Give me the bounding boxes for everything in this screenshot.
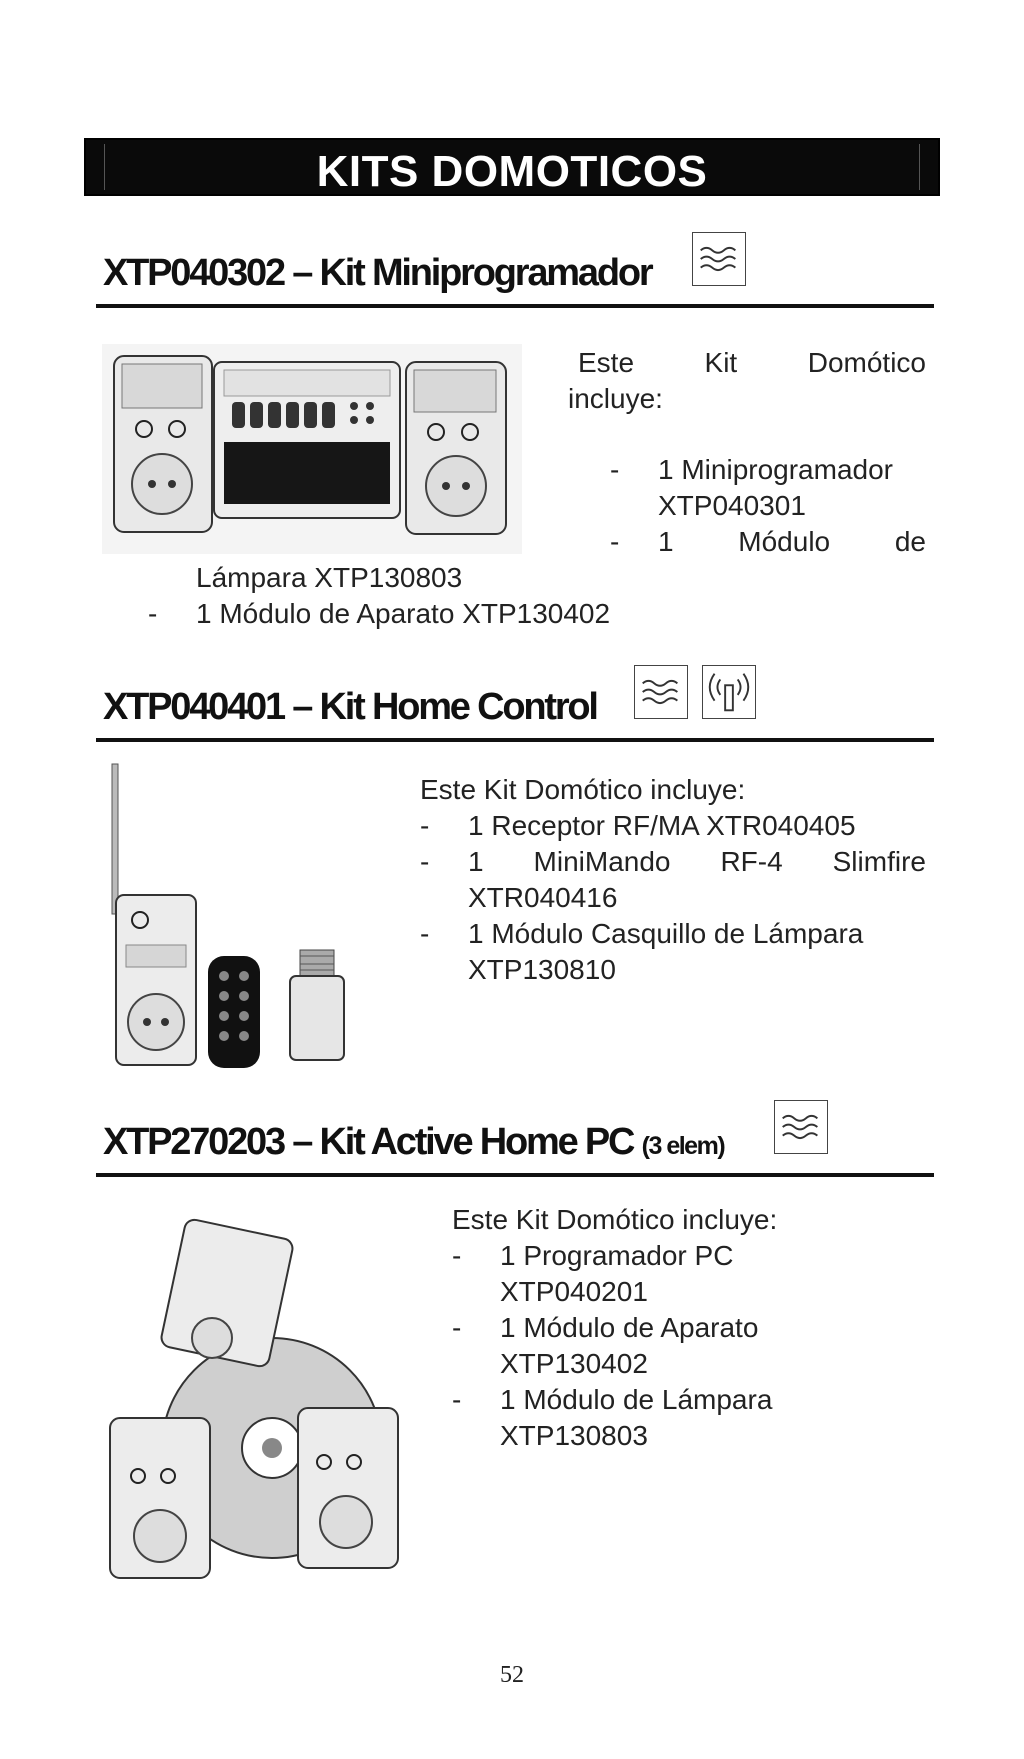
list-dash: - (420, 918, 430, 949)
kit-title-active-home-pc: XTP270203 – Kit Active Home PC (3 elem) (103, 1121, 726, 1164)
kit-item: - 1 Miniprogramador XTP040301 - 1 Módulo… (610, 452, 926, 560)
radio-frequency-icon (702, 665, 756, 719)
kit-description: Este Kit Domótico incluye: - 1 Programad… (452, 1202, 926, 1454)
powerline-icon (634, 665, 688, 719)
intro-word: incluye: (568, 383, 663, 414)
kit-intro: Este Kit Domótico incluye: (420, 774, 746, 805)
kit-item-word: Módulo (738, 526, 831, 557)
list-dash: - (420, 846, 430, 877)
list-dash: - (452, 1312, 462, 1343)
kit-item-line: 1 Módulo de Aparato XTP130402 (196, 598, 611, 629)
kit-item-line: XTP130803 (500, 1420, 648, 1451)
kit-title-text: XTP270203 – Kit Active Home PC (103, 1121, 635, 1163)
list-dash: - (452, 1384, 462, 1415)
kit-item-word: de (894, 526, 926, 557)
page-number: 52 (500, 1662, 524, 1688)
kit-intro: Este Kit Domótico incluye: (452, 1204, 778, 1235)
section-rule (96, 738, 934, 742)
list-dash: - (452, 1240, 462, 1271)
powerline-icon (774, 1100, 828, 1154)
kit-item-line: 1 Módulo de Aparato (500, 1312, 759, 1343)
kit-item-line: XTP130402 (500, 1348, 648, 1379)
kit-item-line: 1 Miniprogramador (658, 454, 893, 485)
kit-item-line: 1 Programador PC (500, 1240, 734, 1271)
list-dash: - (610, 526, 620, 557)
kit-item-line: 1 Receptor RF/MA XTR040405 (468, 810, 856, 841)
product-photo-home-control (111, 763, 345, 1068)
kit-item-line: 1 Módulo de Lámpara (500, 1384, 773, 1415)
kit-title-suffix: (3 elem) (641, 1132, 726, 1160)
product-photo-active-home-pc (109, 1218, 399, 1579)
list-dash: - (420, 810, 430, 841)
kit-item-line: XTR040416 (468, 882, 618, 913)
kit-item-line: XTP130810 (468, 954, 616, 985)
list-dash: - (610, 454, 620, 485)
product-photo-miniprogramador (102, 344, 522, 554)
page-title: KITS DOMOTICOS (316, 147, 708, 196)
section-rule (96, 304, 934, 308)
kit-title-home-control: XTP040401 – Kit Home Control (103, 686, 599, 728)
intro-word: Este (578, 347, 635, 378)
kit-item: - 1 Módulo de Aparato XTP130402 (148, 596, 748, 632)
kit-item-line: XTP040201 (500, 1276, 648, 1307)
list-dash: - (148, 598, 158, 629)
kit-item-line: XTP040301 (658, 490, 806, 521)
kit-description: Este Kit Domótico incluye: - 1 Receptor … (420, 772, 926, 988)
kit-item-line: Lámpara XTP130803 (196, 562, 463, 593)
section-banner: KITS DOMOTICOS (84, 138, 940, 196)
kit-description: Este Kit Domótico incluye: (568, 345, 926, 417)
section-rule (96, 1173, 934, 1177)
powerline-icon (692, 232, 746, 286)
intro-word: Domótico (807, 347, 926, 378)
kit-title-miniprogramador: XTP040302 – Kit Miniprogramador (103, 252, 654, 294)
intro-word: Kit (704, 347, 738, 378)
kit-item-line: 1 Módulo Casquillo de Lámpara (468, 918, 864, 949)
kit-item-word: 1 (658, 526, 674, 557)
